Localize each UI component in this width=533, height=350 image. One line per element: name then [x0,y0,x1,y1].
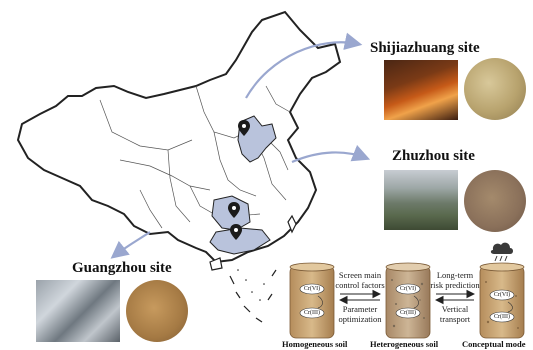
species-label: Cr(VI) [493,292,511,298]
location-pin-icon [228,202,240,218]
soil-column-conceptual [479,262,525,339]
caption-homogeneous: Homogeneous soil [282,339,348,349]
flow-label-line: Parameter [342,304,378,314]
caption-conceptual: Conceptual mode [462,339,526,349]
soil-column-homogeneous [289,262,335,339]
species-label: Cr(VI) [399,286,417,292]
location-pin-icon [230,224,242,240]
factory-photo [384,60,458,120]
location-pin-icon [238,120,250,136]
arrow-zhuzhou [291,144,371,164]
species-label: Cr(VI) [303,286,321,292]
highlight-region-south [209,227,271,255]
sea-boundary-dashes [229,269,277,323]
flow-label-line: control factors [335,280,385,290]
flow-label-line: Vertical [441,304,469,314]
sea-islands [237,269,265,301]
country-outline [16,10,342,264]
island [287,214,297,234]
caption-heterogeneous: Heterogeneous soil [370,339,439,349]
island [209,257,223,271]
soil-sample-photo [464,58,526,120]
site-title-zhuzhou: Zhuzhou site [392,148,475,164]
arrow-shijiazhuang [245,32,363,99]
flow-label-line: optimization [338,314,382,324]
flow-label-line: risk prediction [430,280,480,290]
site-title-guangzhou: Guangzhou site [72,260,172,276]
soil-sample-photo [464,170,526,232]
flow-label: Screen main control factors [334,270,386,290]
species-label: Cr(III) [494,314,510,320]
flow-label: Vertical transport [430,304,480,324]
flow-label: Long-term risk prediction [430,270,480,290]
flow-label-line: Screen main [338,270,382,280]
quarry-photo [384,170,458,230]
flow-label: Parameter optimization [334,304,386,324]
species-label: Cr(III) [400,310,416,316]
flow-label-line: Long-term [436,270,474,280]
flow-label-line: transport [439,314,471,324]
arrow-guangzhou [110,231,151,259]
species-label: Cr(III) [304,310,320,316]
site-title-shijiazhuang: Shijiazhuang site [370,40,480,56]
soil-column-heterogeneous [385,262,431,339]
soil-sample-photo [126,280,188,342]
rain-cloud-icon [490,242,513,262]
machinery-photo [36,280,120,342]
